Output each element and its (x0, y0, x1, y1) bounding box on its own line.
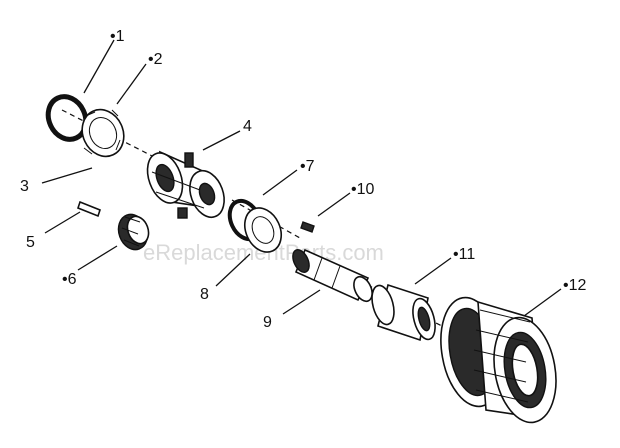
callout-7: •7 (300, 158, 315, 175)
callout-3: 3 (20, 178, 29, 195)
callout-8: 8 (200, 286, 209, 303)
part-12-ring-gear (440, 296, 557, 424)
callout-5: 5 (26, 234, 35, 251)
callout-12: •12 (563, 277, 587, 294)
callout-2: •2 (148, 51, 163, 68)
callout-6: •6 (62, 271, 77, 288)
callout-11: •11 (453, 246, 475, 263)
callout-9: 9 (263, 314, 272, 331)
part-2-retaining-nut (81, 108, 125, 158)
leader-lines (41, 39, 562, 317)
callout-10: •10 (351, 181, 375, 198)
part-11-bushing (371, 283, 436, 342)
part-6-pinion-gear (117, 213, 150, 251)
part-10-key (300, 221, 315, 233)
callout-1: •1 (110, 28, 125, 45)
part-4-clutch-housing (146, 150, 225, 219)
callout-4: 4 (243, 118, 252, 135)
part-5-pin (77, 200, 101, 218)
part-1-snap-ring (45, 94, 89, 142)
part-8-washer (243, 207, 283, 253)
part-9-shaft (292, 248, 373, 303)
